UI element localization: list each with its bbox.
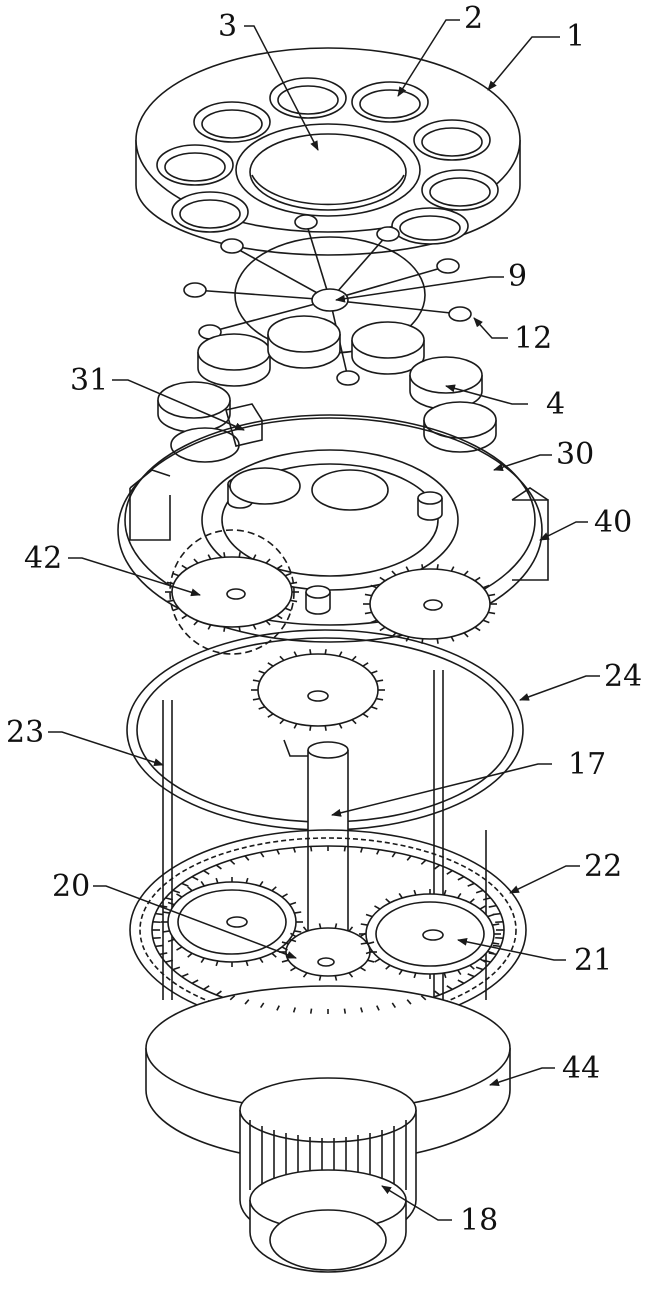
label-2: 2 bbox=[464, 4, 483, 34]
label-40: 40 bbox=[594, 508, 632, 538]
label-4: 4 bbox=[546, 390, 565, 420]
label-18: 18 bbox=[460, 1206, 498, 1236]
label-12: 12 bbox=[514, 324, 552, 354]
label-22: 22 bbox=[584, 852, 622, 882]
label-31: 31 bbox=[70, 366, 108, 396]
label-23: 23 bbox=[6, 718, 44, 748]
label-44: 44 bbox=[562, 1054, 600, 1084]
label-9: 9 bbox=[508, 262, 527, 292]
label-1: 1 bbox=[566, 22, 585, 52]
label-30: 30 bbox=[556, 440, 594, 470]
upper-gears bbox=[170, 530, 490, 726]
top-plate bbox=[136, 48, 520, 255]
label-17: 17 bbox=[568, 750, 606, 780]
label-24: 24 bbox=[604, 662, 642, 692]
label-20: 20 bbox=[52, 872, 90, 902]
label-3: 3 bbox=[218, 12, 237, 42]
label-42: 42 bbox=[24, 544, 62, 574]
label-21: 21 bbox=[574, 946, 612, 976]
toothed-hub bbox=[240, 1078, 416, 1272]
